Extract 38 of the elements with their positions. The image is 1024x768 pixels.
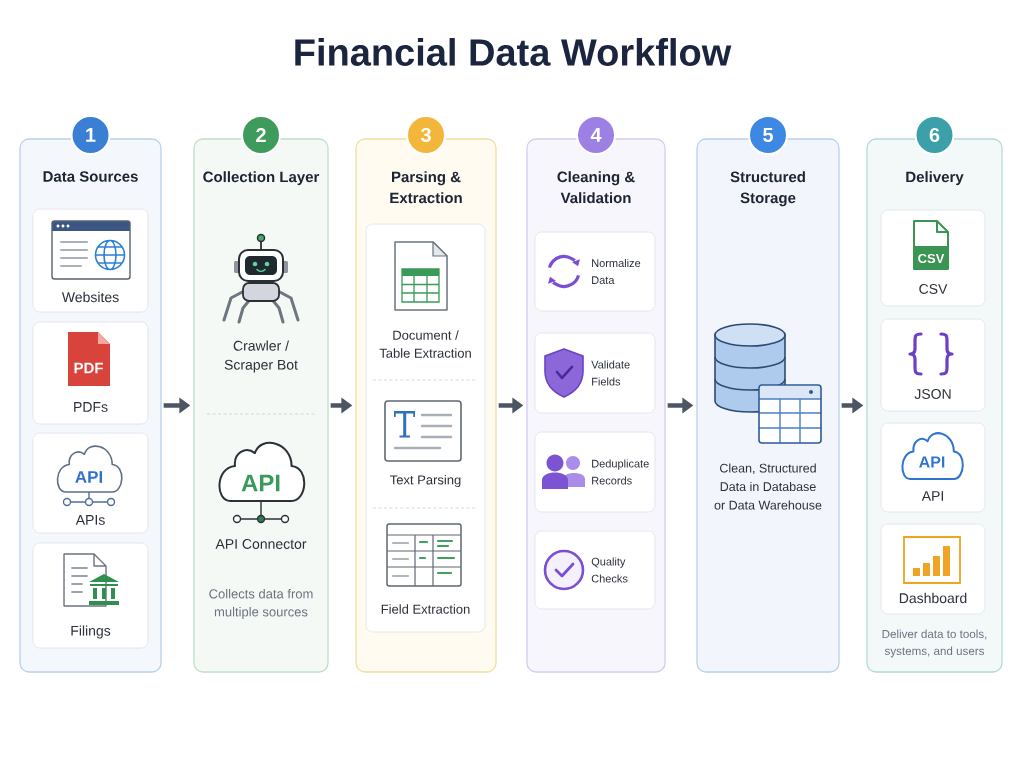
description-text: Collects data from multiple sources	[209, 588, 313, 620]
step-badge: 2	[241, 115, 281, 155]
cloud-text: API	[919, 456, 945, 468]
stage-heading: Delivery	[906, 171, 964, 186]
item-label: APIs	[75, 515, 105, 525]
stage-heading: Collection Layer	[203, 171, 320, 186]
description-text: Clean, Structured Data in Database or Data Warehouse	[714, 463, 822, 510]
step-badge: 3	[406, 115, 446, 155]
item-label: CSV	[919, 284, 948, 294]
cloud-text: API	[75, 471, 103, 483]
stage-heading: Data Sources	[43, 171, 138, 182]
item-label: PDFs	[74, 402, 108, 412]
title: Financial Data Workflow	[295, 38, 732, 66]
item-label: Websites	[61, 291, 119, 303]
stage-heading: Structured Storage	[730, 171, 805, 207]
item-label: Filings	[71, 625, 111, 639]
step-badge: 1	[70, 115, 111, 155]
item-label: Field Extraction	[381, 604, 470, 614]
item-label: Crawler / Scraper Bot	[224, 340, 298, 373]
stage-heading: Cleaning & Validation	[557, 171, 635, 204]
item-label: Dashboard	[899, 592, 967, 604]
file-type-text: CSV	[918, 253, 945, 264]
stage-heading: Parsing & Extraction	[390, 171, 462, 204]
item-label: Text Parsing	[390, 474, 461, 488]
step-badge: 4	[576, 115, 616, 155]
item-label: Quality Checks	[591, 557, 628, 583]
item-label: Document / Table Extraction	[379, 330, 471, 358]
cloud-text: API	[241, 474, 280, 492]
item-label: JSON	[914, 389, 951, 399]
step-badge: 5	[748, 115, 788, 155]
item-label: Normalize Data	[592, 258, 641, 285]
item-label: API Connector	[215, 539, 307, 549]
description-text: Deliver data to tools, systems, and users	[882, 629, 987, 658]
item-label: Deduplicate Records	[592, 459, 649, 485]
item-label: API	[921, 491, 943, 501]
item-label: Validate Fields	[591, 360, 630, 386]
file-type-text: PDF	[74, 362, 103, 374]
step-badge: 6	[914, 115, 955, 155]
